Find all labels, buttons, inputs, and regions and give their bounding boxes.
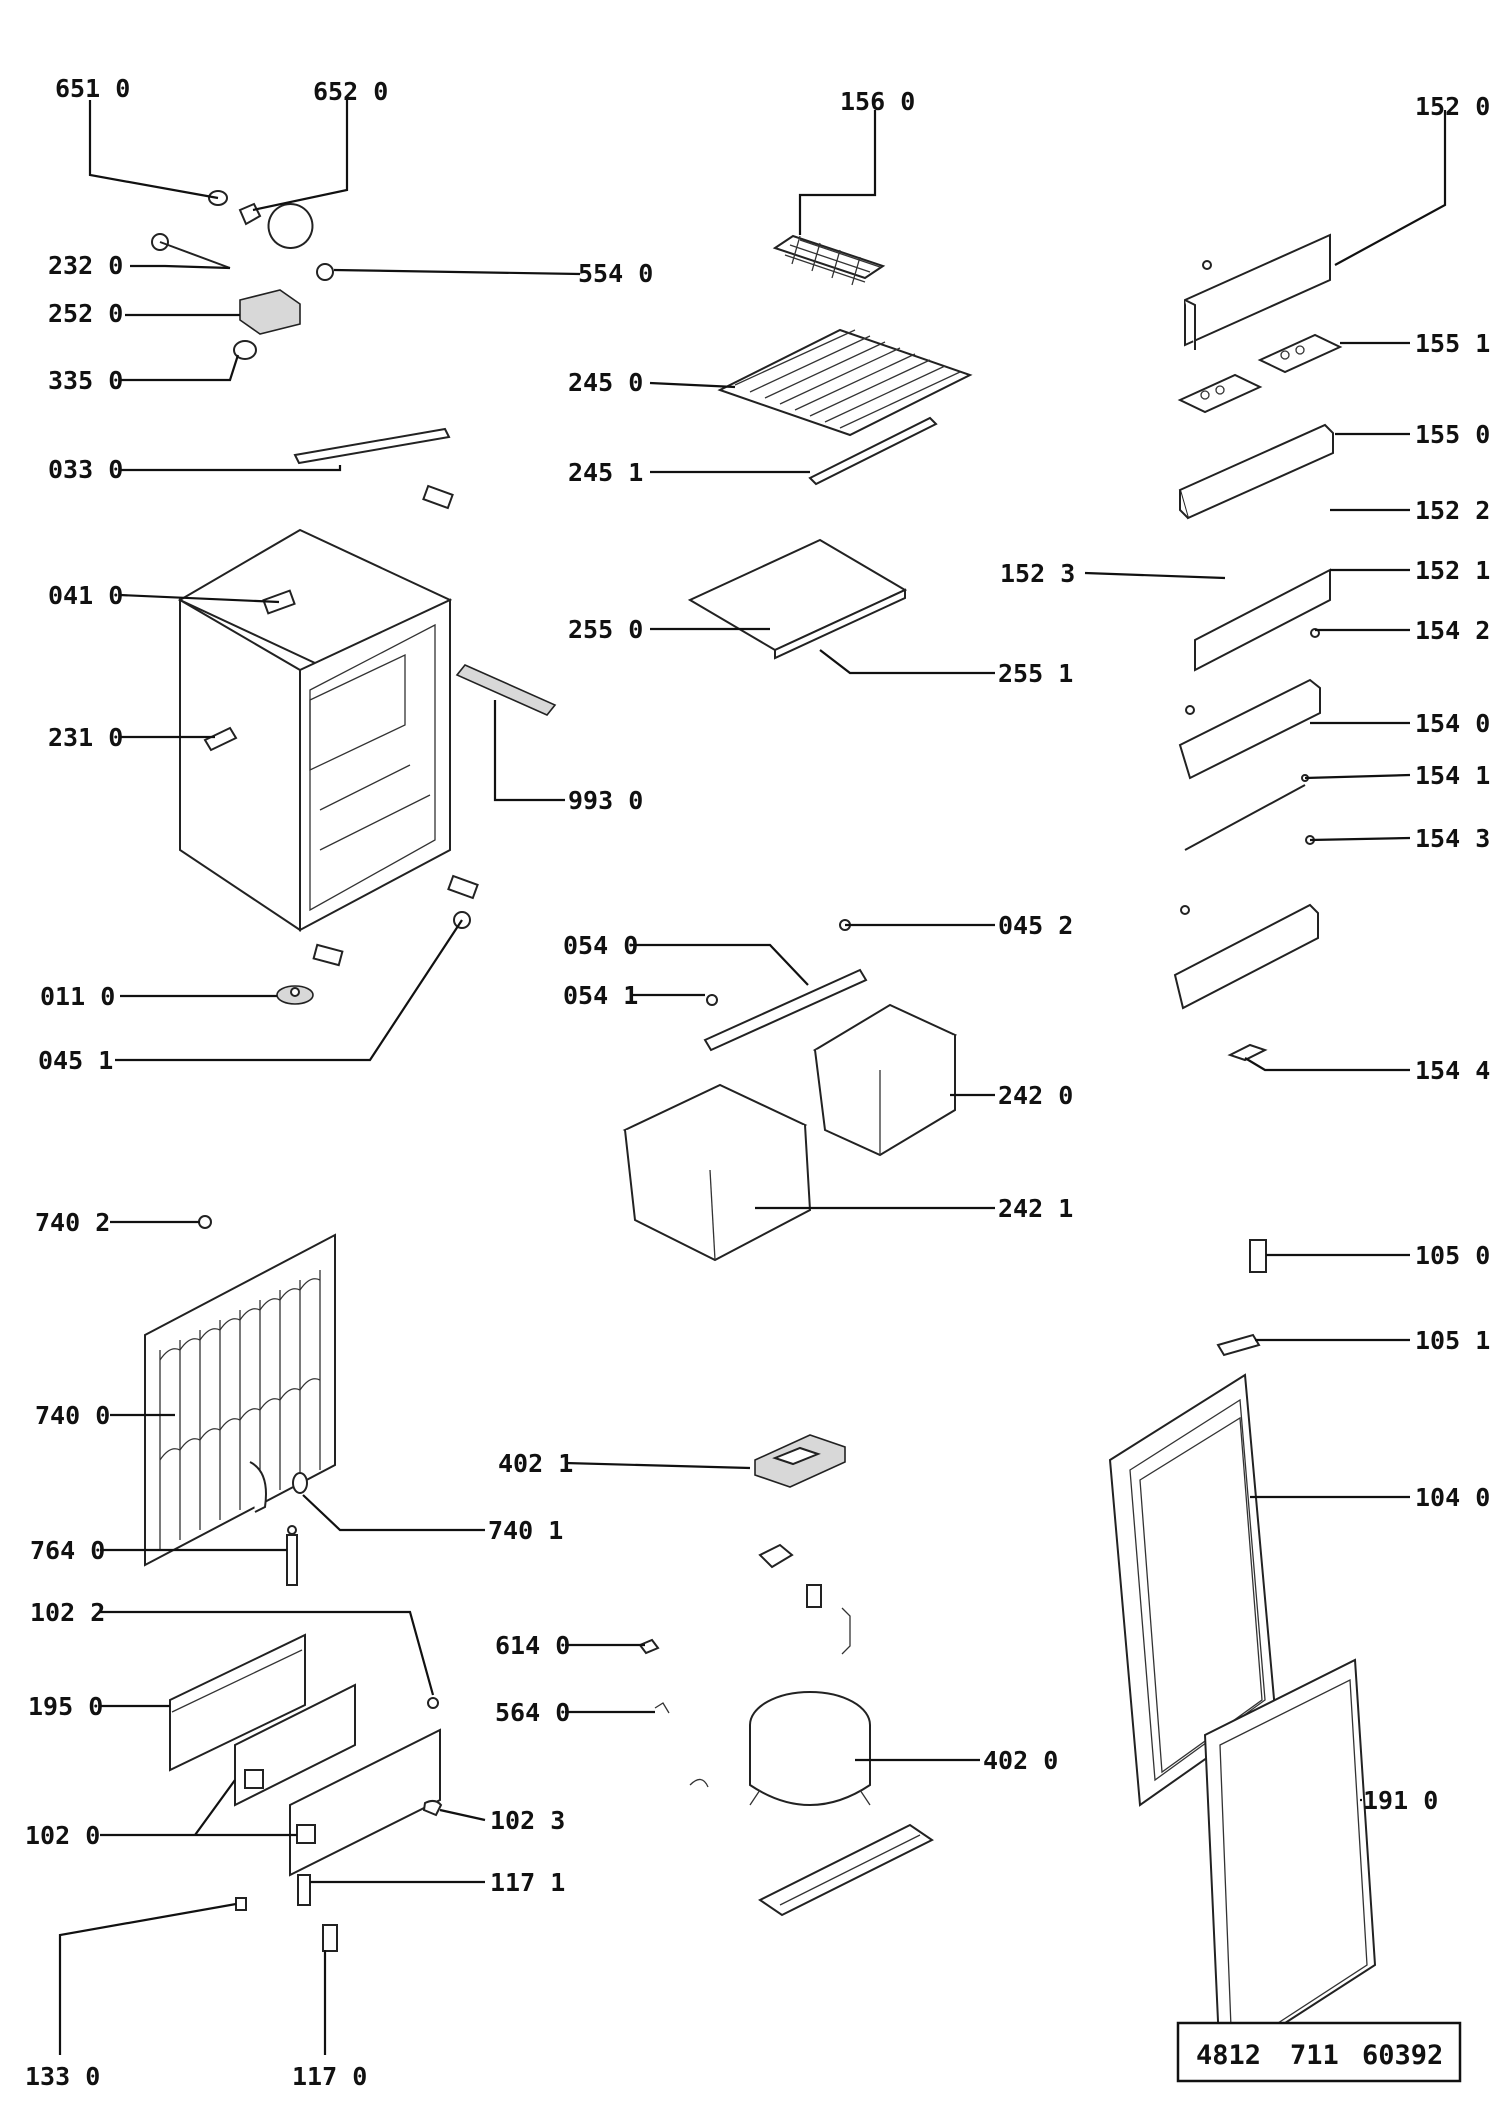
part-label-993-0: 993 0 bbox=[568, 786, 643, 815]
part-label-652-0: 652 0 bbox=[313, 77, 388, 106]
part-label-245-1: 245 1 bbox=[568, 458, 643, 487]
part-label-054-0: 054 0 bbox=[563, 931, 638, 960]
reference-code-c: 60392 bbox=[1362, 2040, 1443, 2071]
ice-tray-part bbox=[772, 234, 886, 286]
foot-part bbox=[276, 985, 314, 1005]
part-label-740-2: 740 2 bbox=[35, 1208, 110, 1237]
part-labels: 651 0 652 0 156 0 152 0 232 0 554 0 252 … bbox=[25, 74, 1490, 2091]
leader-lines bbox=[58, 100, 1447, 2055]
reference-code-box: 4812 711 60392 bbox=[1176, 2021, 1462, 2083]
part-label-105-0: 105 0 bbox=[1415, 1241, 1490, 1270]
part-label-554-0: 554 0 bbox=[578, 259, 653, 288]
egg-tray-part bbox=[1177, 333, 1343, 414]
part-label-117-0: 117 0 bbox=[292, 2062, 367, 2091]
part-label-402-0: 402 0 bbox=[983, 1746, 1058, 1775]
part-label-231-0: 231 0 bbox=[48, 723, 123, 752]
part-label-156-0: 156 0 bbox=[840, 87, 915, 116]
part-label-764-0: 764 0 bbox=[30, 1536, 105, 1565]
part-label-154-4: 154 4 bbox=[1415, 1056, 1490, 1085]
door-shelf-top-part bbox=[1184, 233, 1331, 350]
part-label-041-0: 041 0 bbox=[48, 581, 123, 610]
part-label-232-0: 232 0 bbox=[48, 251, 123, 280]
door-shelf-low-part bbox=[1173, 903, 1319, 1010]
cover-panel-part bbox=[169, 1633, 306, 1772]
part-label-740-0: 740 0 bbox=[35, 1401, 110, 1430]
cabinet-brackets-part bbox=[293, 427, 557, 967]
crisper-drawer-large-part bbox=[622, 1083, 812, 1262]
thermostat-knob-part bbox=[151, 190, 334, 360]
part-label-054-1: 054 1 bbox=[563, 981, 638, 1010]
crisper-rail-part bbox=[703, 919, 868, 1052]
door-shelf-bottle-part bbox=[1178, 423, 1334, 520]
part-label-033-0: 033 0 bbox=[48, 455, 123, 484]
part-drawings bbox=[144, 190, 1377, 2067]
part-label-154-1: 154 1 bbox=[1415, 761, 1490, 790]
part-label-740-1: 740 1 bbox=[488, 1516, 563, 1545]
part-label-564-0: 564 0 bbox=[495, 1698, 570, 1727]
part-label-255-1: 255 1 bbox=[998, 659, 1073, 688]
part-label-255-0: 255 0 bbox=[568, 615, 643, 644]
part-label-335-0: 335 0 bbox=[48, 366, 123, 395]
part-label-117-1: 117 1 bbox=[490, 1868, 565, 1897]
part-label-252-0: 252 0 bbox=[48, 299, 123, 328]
part-label-104-0: 104 0 bbox=[1415, 1483, 1490, 1512]
relay-cover-part bbox=[754, 1434, 846, 1488]
part-label-651-0: 651 0 bbox=[55, 74, 130, 103]
part-label-402-1: 402 1 bbox=[498, 1449, 573, 1478]
drier-part bbox=[286, 1472, 439, 1709]
part-label-045-1: 045 1 bbox=[38, 1046, 113, 1075]
reference-code-b: 711 bbox=[1290, 2040, 1339, 2071]
part-label-152-0: 152 0 bbox=[1415, 92, 1490, 121]
reference-code-a: 4812 bbox=[1196, 2040, 1261, 2071]
part-label-614-0: 614 0 bbox=[495, 1631, 570, 1660]
part-label-154-3: 154 3 bbox=[1415, 824, 1490, 853]
part-label-105-1: 105 1 bbox=[1415, 1326, 1490, 1355]
door-shelf-front-part bbox=[1194, 568, 1331, 672]
part-label-045-2: 045 2 bbox=[998, 911, 1073, 940]
door-frame-part bbox=[1108, 1373, 1277, 1807]
relay-parts bbox=[638, 1543, 851, 1788]
part-label-102-0: 102 0 bbox=[25, 1821, 100, 1850]
part-label-152-3: 152 3 bbox=[1000, 559, 1075, 588]
butter-compartment-part bbox=[1178, 628, 1321, 780]
part-label-154-0: 154 0 bbox=[1415, 709, 1490, 738]
door-rail-part bbox=[1184, 774, 1315, 851]
part-label-242-0: 242 0 bbox=[998, 1081, 1073, 1110]
part-label-195-0: 195 0 bbox=[28, 1692, 103, 1721]
hinge-parts bbox=[235, 1874, 338, 1952]
part-label-011-0: 011 0 bbox=[40, 982, 115, 1011]
compressor-base-part bbox=[758, 1823, 934, 1917]
condenser-coil-part bbox=[144, 1215, 336, 1567]
part-label-102-2: 102 2 bbox=[30, 1598, 105, 1627]
part-label-152-1: 152 1 bbox=[1415, 556, 1490, 585]
door-gasket-part bbox=[1203, 1658, 1377, 2067]
part-label-154-2: 154 2 bbox=[1415, 616, 1490, 645]
crisper-drawer-small-part bbox=[812, 1003, 958, 1157]
base-cover-part bbox=[234, 1683, 443, 1877]
wire-shelf-part bbox=[717, 328, 973, 486]
part-label-133-0: 133 0 bbox=[25, 2062, 100, 2091]
part-label-152-2: 152 2 bbox=[1415, 496, 1490, 525]
part-label-191-0: 191 0 bbox=[1363, 1786, 1438, 1815]
part-label-245-0: 245 0 bbox=[568, 368, 643, 397]
glass-shelf-part bbox=[687, 538, 908, 660]
compressor-part bbox=[749, 1691, 871, 1806]
part-label-102-3: 102 3 bbox=[490, 1806, 565, 1835]
door-clips-part bbox=[1216, 1043, 1268, 1357]
cabinet-body-part bbox=[177, 528, 453, 932]
part-label-155-1: 155 1 bbox=[1415, 329, 1490, 358]
part-label-155-0: 155 0 bbox=[1415, 420, 1490, 449]
part-label-242-1: 242 1 bbox=[998, 1194, 1073, 1223]
